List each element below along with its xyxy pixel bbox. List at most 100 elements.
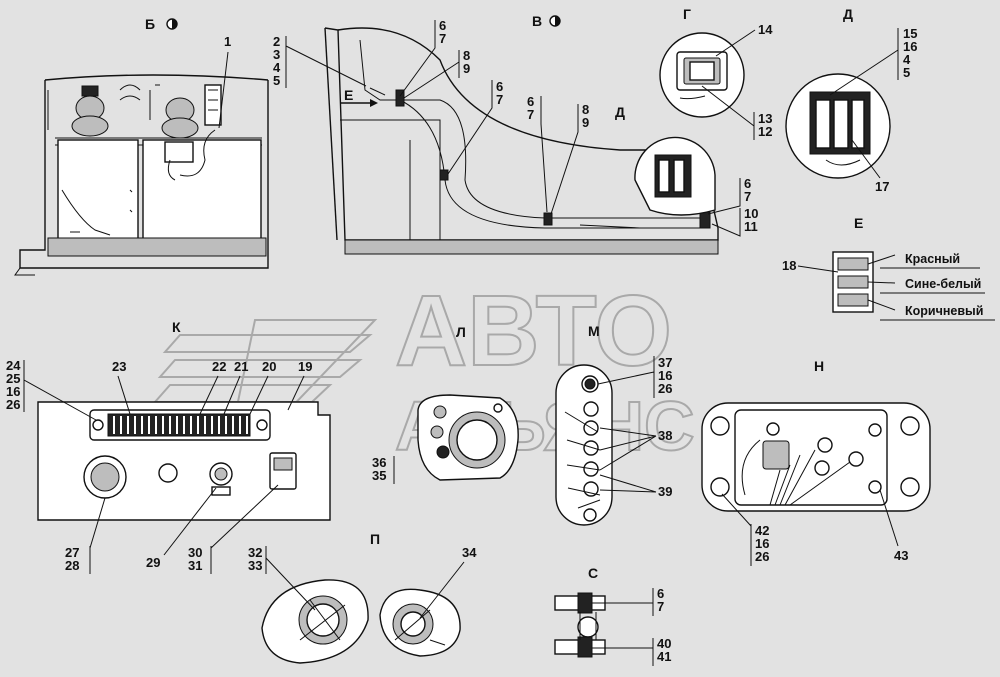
- view-v-label-group-f: 6 7: [707, 176, 751, 215]
- callout-number-38: 38: [658, 428, 672, 443]
- view-m: М 37 16 26 38 39: [555, 323, 672, 526]
- view-l: Л 36 35: [372, 324, 519, 484]
- view-d: Д 15 16 4 5 17: [785, 6, 917, 194]
- callout-number-25: 25: [6, 371, 20, 386]
- view-v: В Е Д 2 3 4 5: [273, 13, 758, 255]
- view-v-title: В: [532, 13, 542, 29]
- view-v-label-group-g: 10 11: [711, 206, 758, 237]
- callout-number-16: 16: [755, 536, 769, 551]
- view-l-title: Л: [456, 324, 466, 340]
- callout-number-16: 16: [658, 368, 672, 383]
- callout-number-8: 8: [463, 48, 470, 63]
- view-n-title: Н: [814, 358, 824, 374]
- callout-number-5: 5: [903, 65, 910, 80]
- callout-number-41: 41: [657, 649, 671, 664]
- callout-number-6: 6: [527, 94, 534, 109]
- callout-number-10: 10: [744, 206, 758, 221]
- wire-label-brown: Коричневый: [905, 304, 983, 318]
- callout-number-28: 28: [65, 558, 79, 573]
- callout-number-13: 13: [758, 111, 772, 126]
- callout-number-5: 5: [273, 73, 280, 88]
- wire-label-blue-white: Сине-белый: [905, 277, 981, 291]
- callout-number-9: 9: [463, 61, 470, 76]
- k-round-socket-large: [83, 455, 127, 499]
- view-arrow-icon: [166, 18, 178, 30]
- callout-number-3: 3: [273, 47, 280, 62]
- view-m-title: М: [588, 323, 600, 339]
- callout-number-7: 7: [527, 107, 534, 122]
- view-b: Б 1: [14, 16, 269, 276]
- callout-number-20: 20: [262, 359, 276, 374]
- view-d-title: Д: [843, 6, 853, 22]
- view-arrow-icon: [549, 15, 561, 27]
- callout-number-33: 33: [248, 558, 262, 573]
- callout-number-6: 6: [657, 586, 664, 601]
- callout-number-36: 36: [372, 455, 386, 470]
- view-b-title: Б: [145, 16, 155, 32]
- callout-number-6: 6: [744, 176, 751, 191]
- callout-number-26: 26: [6, 397, 20, 412]
- callout-number-7: 7: [496, 92, 503, 107]
- callout-number-37: 37: [658, 355, 672, 370]
- callout-number-9: 9: [582, 115, 589, 130]
- wire-label-red: Красный: [905, 252, 960, 266]
- view-v-label-group-a: 6 7: [399, 18, 446, 97]
- view-g: Г 14 13 12: [659, 6, 773, 140]
- callout-number-35: 35: [372, 468, 386, 483]
- view-v-label-group-e: 8 9: [550, 102, 589, 215]
- callout-number-26: 26: [658, 381, 672, 396]
- callout-number-29: 29: [146, 555, 160, 570]
- view-v-label-group-d: 6 7: [527, 94, 548, 213]
- view-g-title: Г: [683, 6, 691, 22]
- k-knob: [209, 462, 233, 496]
- callout-number-2: 2: [273, 34, 280, 49]
- view-s-title: С: [588, 565, 598, 581]
- callout-number-40: 40: [657, 636, 671, 651]
- callout-number-39: 39: [658, 484, 672, 499]
- view-p: П 32 33 34: [248, 531, 477, 664]
- callout-number-31: 31: [188, 558, 202, 573]
- callout-number-43: 43: [894, 548, 908, 563]
- view-k-title: К: [172, 319, 181, 335]
- view-e: Е 18 Красный Сине-белый Коричневый: [782, 215, 995, 321]
- callout-number-15: 15: [903, 26, 917, 41]
- view-e-title: Е: [854, 215, 863, 231]
- k-switch: [269, 452, 297, 490]
- callout-number-16: 16: [903, 39, 917, 54]
- k-round-socket-small: [158, 463, 178, 483]
- callout-number-16: 16: [6, 384, 20, 399]
- view-v-label-group-c: 6 7: [447, 79, 503, 175]
- callout-number-4: 4: [903, 52, 911, 67]
- callout-number-6: 6: [496, 79, 503, 94]
- callout-number-24: 24: [6, 358, 21, 373]
- view-v-title-d: Д: [615, 104, 625, 120]
- callout-number-14: 14: [758, 22, 773, 37]
- callout-number-12: 12: [758, 124, 772, 139]
- callout-number-7: 7: [744, 189, 751, 204]
- view-b-label-1: 1: [224, 34, 231, 49]
- callout-number-30: 30: [188, 545, 202, 560]
- view-p-title: П: [370, 531, 380, 547]
- cab-seat-left: [71, 85, 109, 137]
- view-v-detail-d-callout: [634, 136, 716, 216]
- callout-number-42: 42: [755, 523, 769, 538]
- view-s: С 6 7 40 41: [554, 565, 671, 666]
- view-v-arrow-e-label: Е: [344, 87, 353, 103]
- callout-number-27: 27: [65, 545, 79, 560]
- callout-number-19: 19: [298, 359, 312, 374]
- view-n: Н 42 16 26 43: [701, 358, 931, 566]
- callout-number-22: 22: [212, 359, 226, 374]
- callout-number-6: 6: [439, 18, 446, 33]
- view-v-label-group-b: 8 9: [403, 48, 470, 99]
- callout-number-11: 11: [744, 219, 758, 234]
- callout-number-34: 34: [462, 545, 477, 560]
- callout-number-26: 26: [755, 549, 769, 564]
- callout-number-17: 17: [875, 179, 889, 194]
- k-vent-slots: [107, 413, 251, 437]
- callout-number-7: 7: [439, 31, 446, 46]
- callout-number-32: 32: [248, 545, 262, 560]
- callout-number-4: 4: [273, 60, 281, 75]
- callout-number-23: 23: [112, 359, 126, 374]
- view-k: К 24 25 16 26 23 22: [6, 319, 331, 574]
